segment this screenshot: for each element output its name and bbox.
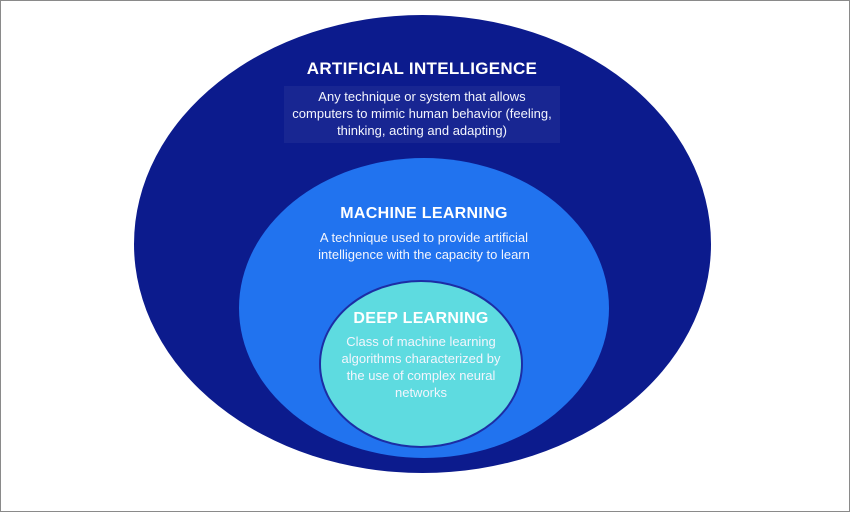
deep-learning-title: DEEP LEARNING [353,310,489,327]
machine-learning-label-group: MACHINE LEARNING A technique used to pro… [174,205,674,264]
deep-learning-ellipse [319,280,523,448]
machine-learning-title: MACHINE LEARNING [340,205,508,222]
machine-learning-description: A technique used to provide artificial i… [318,230,530,262]
artificial-intelligence-title: ARTIFICIAL INTELLIGENCE [306,59,538,78]
deep-learning-label-group: DEEP LEARNING Class of machine learning … [271,310,571,402]
deep-learning-description: Class of machine learning algorithms cha… [341,334,501,400]
artificial-intelligence-description: Any technique or system that allows comp… [284,86,560,143]
artificial-intelligence-label-group: ARTIFICIAL INTELLIGENCE Any technique or… [172,59,672,143]
